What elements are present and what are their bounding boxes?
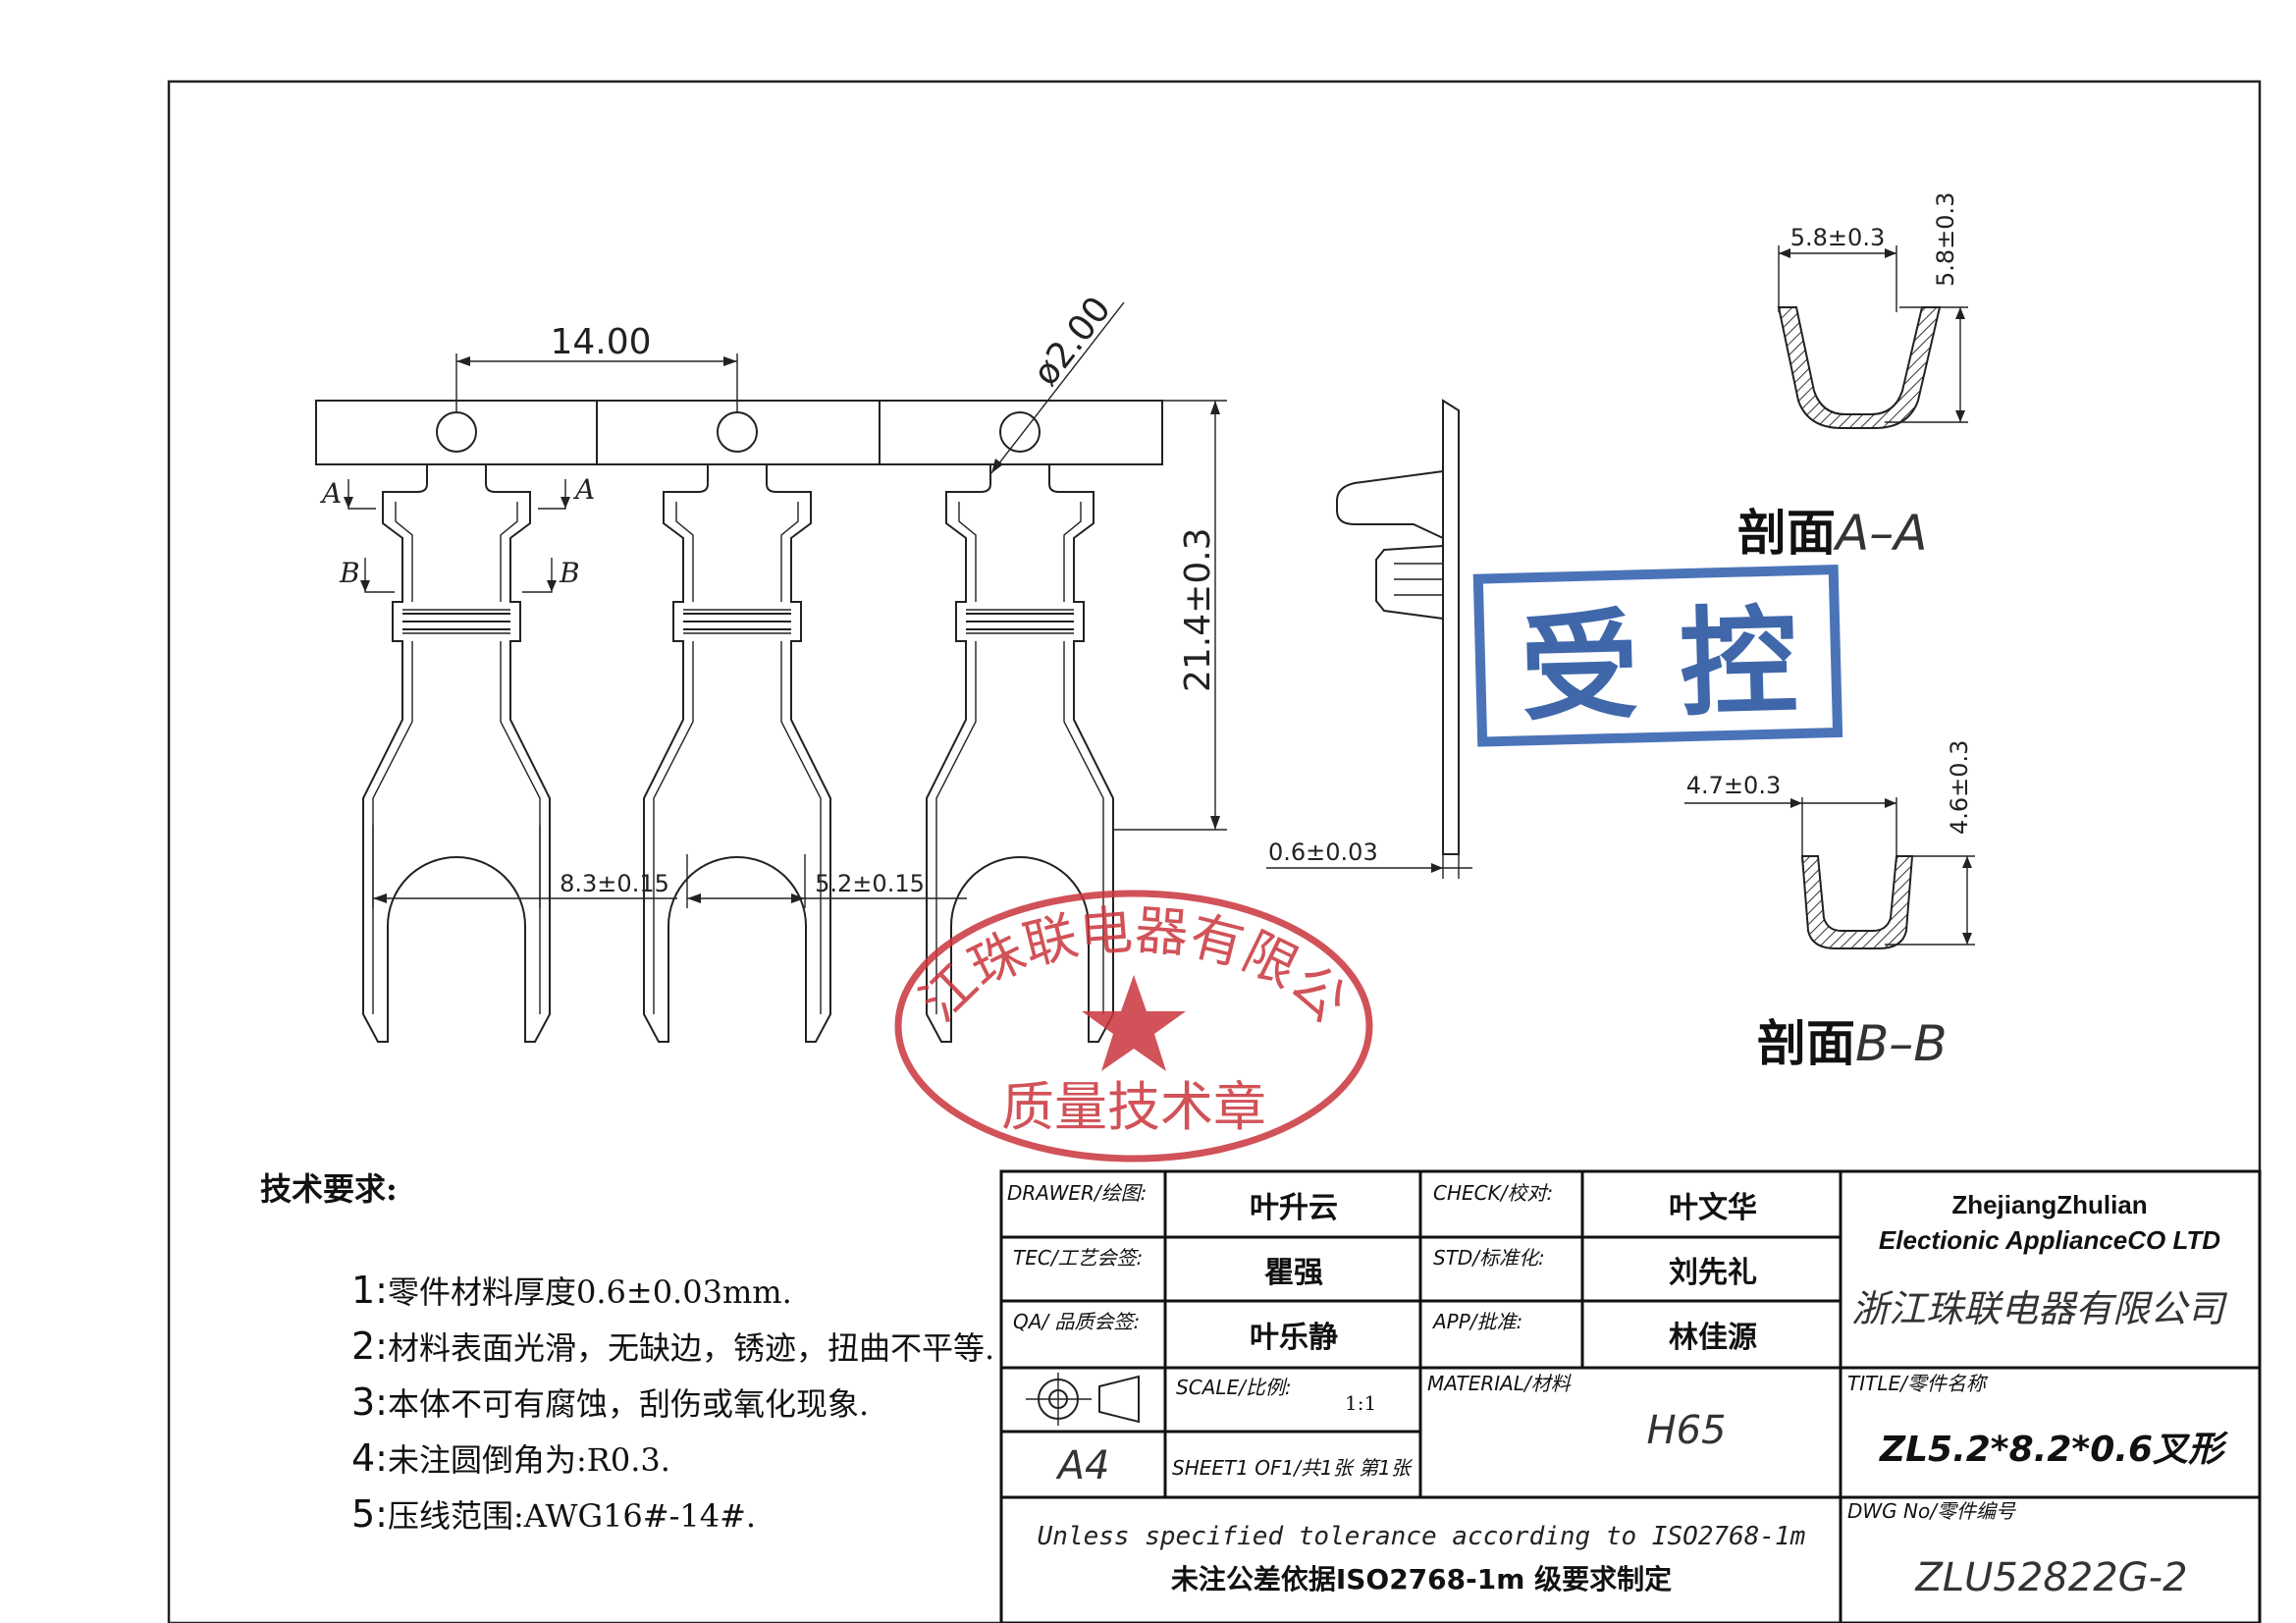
company-name-cn: 浙江珠联电器有限公司 — [1851, 1287, 2228, 1330]
dwg-label: DWG No/零件编号 — [1847, 1499, 2016, 1523]
dim-sec-aa-width: 5.8±0.3 — [1790, 224, 1885, 251]
requirement-item-2: 2:材料表面光滑，无缺边，锈迹，扭曲不平等. — [351, 1325, 994, 1368]
requirements-title: 技术要求: — [260, 1170, 398, 1208]
tolerance-note-en: Unless specified tolerance according to … — [1038, 1522, 1806, 1551]
seal-bottom-text: 质量技术章 — [1001, 1076, 1266, 1138]
app-label: APP/批准: — [1431, 1310, 1522, 1333]
check-value: 叶文华 — [1669, 1191, 1757, 1225]
dim-width-outer: 8.3±0.15 — [560, 870, 669, 897]
std-value: 刘先礼 — [1669, 1256, 1757, 1290]
dim-height: 21.4±0.3 — [1178, 527, 1218, 692]
section-mark-b-right: B — [559, 557, 580, 589]
projection-symbol-icon — [1026, 1373, 1140, 1426]
std-label: STD/标准化: — [1433, 1246, 1545, 1270]
material-value: H65 — [1647, 1408, 1727, 1453]
tec-label: TEC/工艺会签: — [1013, 1246, 1143, 1270]
controlled-stamp-text: 受 控 — [1520, 594, 1799, 737]
material-label: MATERIAL/材料 — [1427, 1372, 1572, 1395]
requirement-item-4: 4:未注圆倒角为:R0.3. — [351, 1436, 670, 1480]
title-block: DRAWER/绘图: 叶升云 CHECK/校对: 叶文华 TEC/工艺会签: 瞿… — [999, 1169, 2262, 1623]
section-aa: 5.8±0.3 5.8±0.3 剖面A–A — [1737, 192, 1968, 562]
fork-terminal — [643, 463, 831, 1043]
requirement-item-1: 1:零件材料厚度0.6±0.03mm. — [351, 1269, 792, 1312]
section-mark-a-left: A — [319, 477, 342, 510]
pilot-hole — [717, 411, 758, 453]
technical-requirements: 技术要求: 1:零件材料厚度0.6±0.03mm. 2:材料表面光滑，无缺边，锈… — [260, 1170, 994, 1536]
drawing-number: ZLU52822G-2 — [1914, 1555, 2187, 1600]
dim-sec-bb-height: 4.6±0.3 — [1946, 740, 1973, 835]
scale-label: SCALE/比例: — [1176, 1376, 1292, 1399]
section-bb-title: 剖面B–B — [1757, 1014, 1948, 1072]
company-name-en-2: Electionic ApplianceCO LTD — [1879, 1225, 2220, 1255]
side-view: 0.6±0.03 — [1266, 399, 1472, 879]
title-label: TITLE/零件名称 — [1847, 1372, 1989, 1395]
qa-value: 叶乐静 — [1250, 1321, 1338, 1355]
section-aa-title: 剖面A–A — [1737, 504, 1927, 562]
pilot-hole — [436, 411, 477, 453]
sheet-border — [167, 80, 2262, 1623]
dim-pitch: 14.00 — [550, 322, 651, 362]
sheet-count: SHEET1 OF1/共1张 第1张 — [1172, 1456, 1414, 1480]
dim-width-inner: 5.2±0.15 — [815, 870, 925, 897]
part-title: ZL5.2*8.2*0.6叉形 — [1879, 1430, 2229, 1470]
seal-star-icon — [1082, 975, 1186, 1071]
qa-label: QA/ 品质会签: — [1013, 1310, 1140, 1333]
fork-terminal — [362, 463, 551, 1043]
dim-sec-bb-width: 4.7±0.3 — [1686, 772, 1781, 799]
section-bb: 4.7±0.3 4.6±0.3 剖面B–B — [1684, 740, 1975, 1072]
company-seal: 浙江珠联电器有限公司 质量技术章 — [0, 0, 1373, 1163]
requirement-item-5: 5:压线范围:AWG16#-14#. — [351, 1492, 756, 1536]
scale-value: 1:1 — [1345, 1391, 1376, 1415]
dim-thickness: 0.6±0.03 — [1268, 839, 1378, 866]
tolerance-note-cn: 未注公差依据ISO2768-1m 级要求制定 — [1171, 1563, 1672, 1596]
pilot-hole — [999, 411, 1041, 453]
seal-ring-text: 浙江珠联电器有限公司 — [0, 0, 1360, 1033]
paper-size: A4 — [1055, 1443, 1110, 1488]
section-mark-a-right: A — [572, 473, 595, 506]
drawer-label: DRAWER/绘图: — [1007, 1181, 1147, 1205]
dim-hole: ø2.00 — [1026, 290, 1119, 394]
company-name-en-1: ZhejiangZhulian — [1951, 1190, 2147, 1219]
dim-sec-aa-height: 5.8±0.3 — [1932, 192, 1959, 287]
controlled-stamp: 受 控 — [1472, 564, 1843, 747]
front-view: 14.00 ø2.00 21.4±0.3 8.3±0.15 5.2±0.15 A… — [315, 290, 1227, 1043]
requirement-item-3: 3:本体不可有腐蚀，刮伤或氧化现象. — [351, 1380, 869, 1424]
tec-value: 瞿强 — [1263, 1256, 1323, 1290]
app-value: 林佳源 — [1669, 1321, 1757, 1355]
section-mark-b-left: B — [339, 557, 360, 589]
check-label: CHECK/校对: — [1433, 1181, 1553, 1205]
drawer-value: 叶升云 — [1250, 1191, 1338, 1225]
